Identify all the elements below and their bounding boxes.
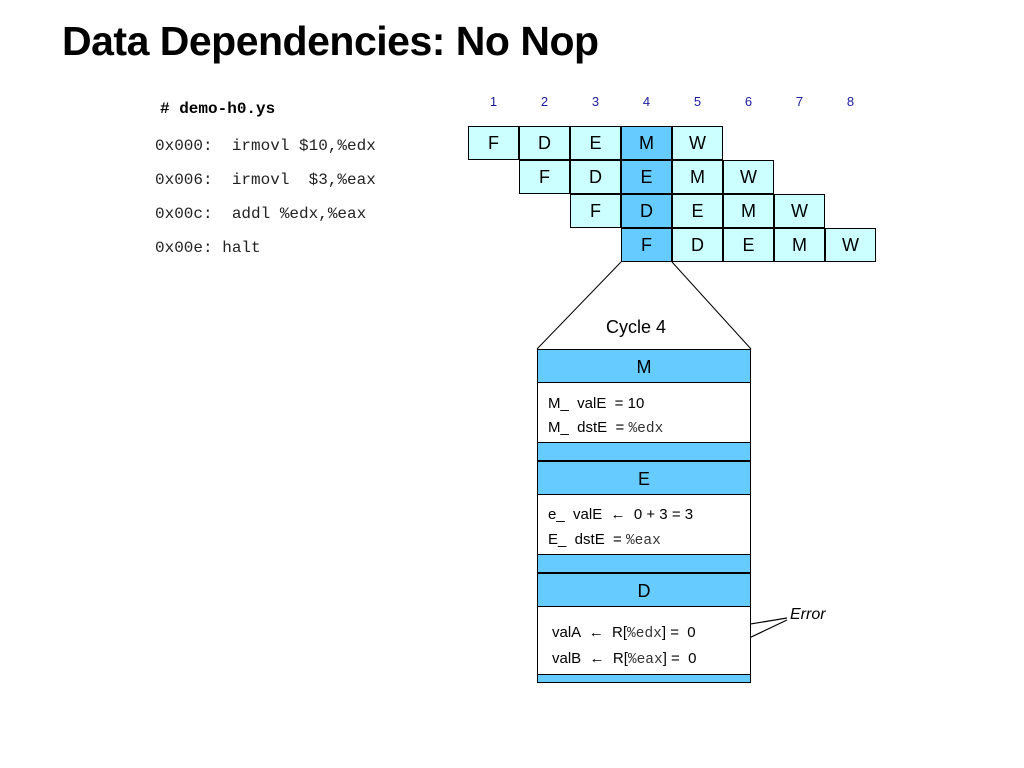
cycle-number: 8	[846, 94, 855, 109]
pipeline-cell-highlight: M	[621, 126, 672, 160]
zoom-line-right	[671, 261, 752, 350]
code-addr: 0x006:	[155, 171, 213, 189]
stage-header-e: E	[537, 461, 751, 495]
pipeline-cell: D	[570, 160, 621, 194]
cycle-number: 1	[489, 94, 498, 109]
stage-body-m	[537, 383, 751, 442]
code-instr: irmovl $3,%eax	[231, 171, 376, 189]
stage-body-d	[537, 607, 751, 674]
code-line-4: 0x00e: halt	[155, 239, 261, 257]
cycle-number: 2	[540, 94, 549, 109]
code-instr: irmovl $10,%edx	[231, 137, 376, 155]
pipeline-cell: M	[774, 228, 825, 262]
pipeline-cell: W	[672, 126, 723, 160]
code-addr: 0x00c:	[155, 205, 213, 223]
pipeline-cell: M	[672, 160, 723, 194]
cycle-number: 5	[693, 94, 702, 109]
e-dste-field: E_ dstE = %eax	[548, 531, 661, 549]
stage-divider	[537, 442, 751, 461]
cycle-number: 4	[642, 94, 651, 109]
d-vala-field: valA ← R[%edx] = 0	[552, 624, 696, 642]
pipeline-cell-highlight: F	[621, 228, 672, 262]
error-label: Error	[790, 606, 826, 623]
pipeline-cell: E	[570, 126, 621, 160]
pipeline-cell: F	[519, 160, 570, 194]
pipeline-cell: E	[672, 194, 723, 228]
pipeline-cell: E	[723, 228, 774, 262]
stage-divider	[537, 554, 751, 573]
code-addr: 0x00e:	[155, 239, 213, 257]
code-filename: # demo-h0.ys	[160, 100, 276, 118]
d-valb-field: valB ← R[%eax] = 0	[552, 650, 697, 668]
pipeline-cell: W	[774, 194, 825, 228]
code-instr: halt	[222, 239, 261, 257]
m-dste-field: M_ dstE = %edx	[548, 419, 664, 437]
code-line-1: 0x000: irmovl $10,%edx	[155, 137, 376, 155]
pipeline-cell: D	[672, 228, 723, 262]
cycle-number: 7	[795, 94, 804, 109]
pipeline-cell: W	[723, 160, 774, 194]
stage-divider	[537, 674, 751, 683]
code-instr: addl %edx,%eax	[231, 205, 367, 223]
cycle-label: Cycle 4	[606, 317, 667, 337]
pipeline-cell: W	[825, 228, 876, 262]
code-line-2: 0x006: irmovl $3,%eax	[155, 171, 376, 189]
page-title: Data Dependencies: No Nop	[62, 18, 599, 64]
pipeline-cell: M	[723, 194, 774, 228]
stage-body-e	[537, 495, 751, 554]
stage-header-m: M	[537, 349, 751, 383]
code-line-3: 0x00c: addl %edx,%eax	[155, 205, 366, 223]
pipeline-cell: F	[570, 194, 621, 228]
pipeline-cell: D	[519, 126, 570, 160]
stage-header-d: D	[537, 573, 751, 607]
m-vale-field: M_ valE = 10	[548, 395, 645, 412]
pipeline-cell: F	[468, 126, 519, 160]
cycle-number: 6	[744, 94, 753, 109]
pipeline-cell-highlight: D	[621, 194, 672, 228]
code-addr: 0x000:	[155, 137, 213, 155]
cycle-number: 3	[591, 94, 600, 109]
e-vale-field: e_ valE ← 0 + 3 = 3	[548, 506, 694, 523]
pipeline-cell-highlight: E	[621, 160, 672, 194]
